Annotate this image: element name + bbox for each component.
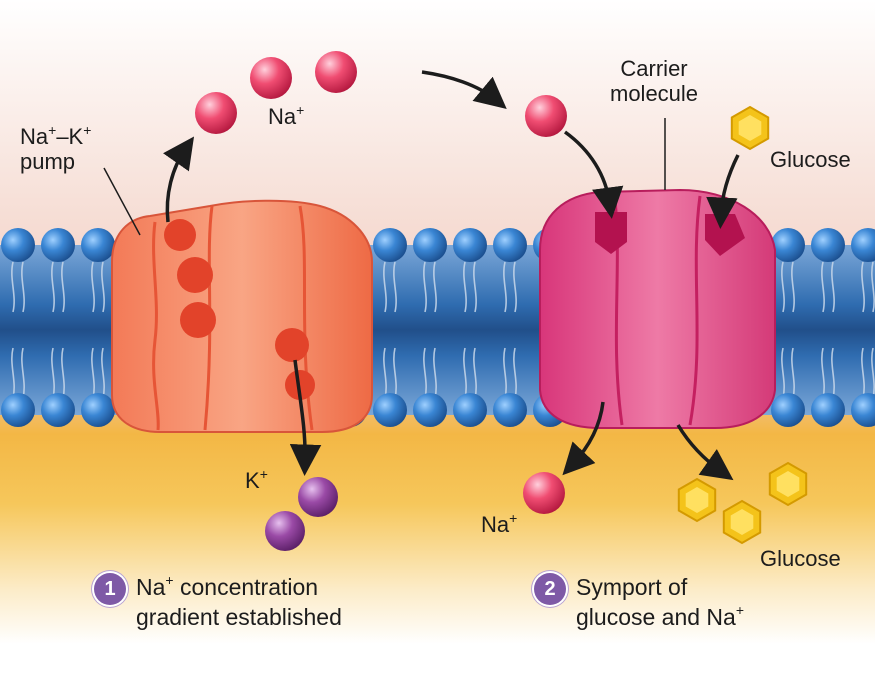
phospholipid-head [453, 393, 487, 427]
phospholipid-head [851, 393, 875, 427]
phospholipid-head [493, 228, 527, 262]
k-in-arrow [289, 359, 322, 476]
na-out-arrow [163, 136, 195, 223]
glucose-highlight [738, 115, 762, 141]
na-exit-carrier-arrow [562, 401, 605, 476]
phospholipid-head [413, 393, 447, 427]
phospholipid-head [81, 393, 115, 427]
glucose-highlight [776, 471, 800, 497]
sodium-ion [525, 95, 567, 137]
pump-label: Na+–K+ pump [20, 122, 92, 175]
glucose-top-label: Glucose [770, 147, 851, 172]
phospholipid-head [373, 393, 407, 427]
phospholipid-head [413, 228, 447, 262]
sodium-ion [250, 57, 292, 99]
glucose-enter-carrier-arrow [706, 154, 740, 229]
phospholipid-head [811, 228, 845, 262]
sodium-ions [195, 51, 567, 514]
transport-arrows [103, 70, 740, 481]
phospholipid-head [453, 228, 487, 262]
sodium-ion [523, 472, 565, 514]
step-1: 1 Na+ concentration gradient established [94, 572, 342, 633]
na-bottom-label: Na+ [481, 510, 518, 537]
glucose-highlight [730, 509, 754, 535]
sodium-ion [195, 92, 237, 134]
step-2-text: Symport of glucose and Na+ [576, 574, 745, 631]
carrier-molecule [539, 188, 776, 429]
phospholipid-head [493, 393, 527, 427]
glucose-bottom-label: Glucose [760, 546, 841, 571]
na-top-label: Na+ [268, 102, 305, 129]
phospholipid-head [811, 393, 845, 427]
potassium-ion [298, 477, 338, 517]
phospholipid-head [81, 228, 115, 262]
phospholipid-head [851, 228, 875, 262]
glucose-molecules [677, 105, 808, 545]
sodium-ion [315, 51, 357, 93]
phospholipid-head [771, 393, 805, 427]
na-enter-carrier-arrow [563, 130, 624, 219]
phospholipid-head [41, 393, 75, 427]
phospholipid-head [771, 228, 805, 262]
phospholipid-head [1, 228, 35, 262]
step-1-badge: 1 [94, 573, 126, 605]
step-1-text: Na+ concentration gradient established [136, 572, 342, 631]
phospholipid-head [41, 228, 75, 262]
potassium-ions [265, 477, 338, 551]
step-2: 2 Symport of glucose and Na+ [534, 572, 744, 633]
sodium-potassium-pump [111, 199, 373, 433]
phospholipid-head [1, 393, 35, 427]
glucose-exit-carrier-arrow [676, 424, 734, 481]
cycle-arrow [421, 70, 507, 109]
potassium-ion [265, 511, 305, 551]
step-2-badge: 2 [534, 573, 566, 605]
glucose-highlight [685, 487, 709, 513]
pump-leader-line [103, 167, 141, 236]
k-label: K+ [245, 466, 268, 493]
phospholipid-head [373, 228, 407, 262]
